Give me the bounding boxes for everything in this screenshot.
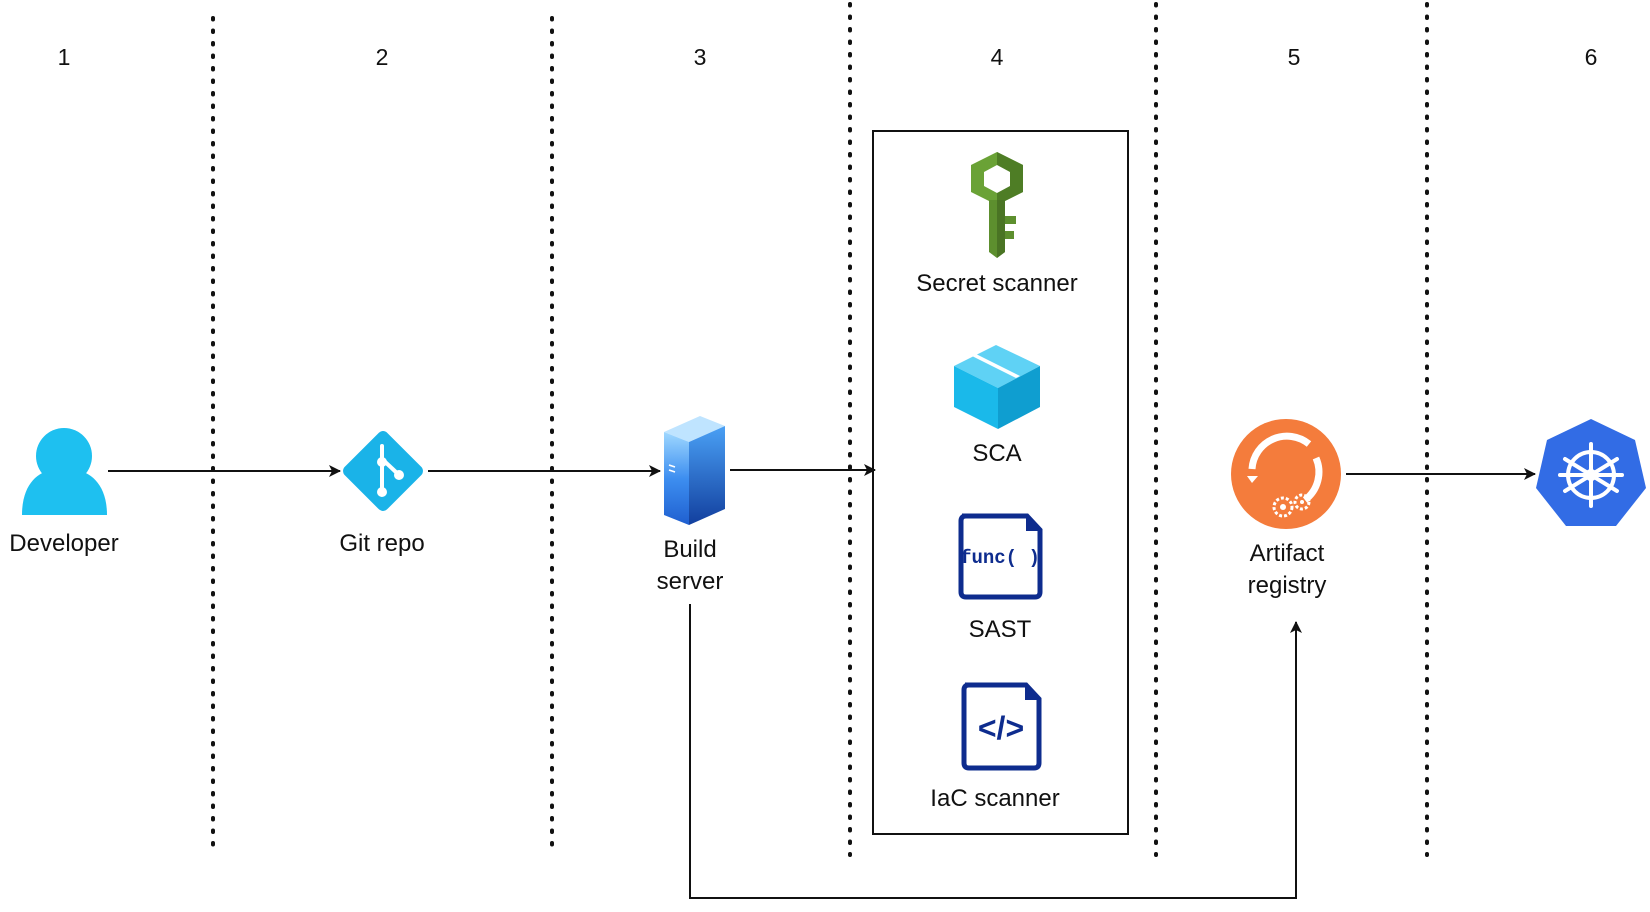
code-file-icon: </> xyxy=(961,682,1042,771)
key-icon xyxy=(971,152,1023,258)
arrow-build-to-registry xyxy=(689,604,1302,899)
sca-node: SCA xyxy=(954,345,1040,467)
git-repo-label: Git repo xyxy=(339,530,424,557)
package-box-icon xyxy=(954,345,1040,429)
scanners-group-box xyxy=(872,130,1129,835)
build-server-node: Build server xyxy=(657,416,725,595)
sast-node: func( ) SAST xyxy=(958,513,1043,643)
git-icon xyxy=(343,431,423,511)
developer-node: Developer xyxy=(9,428,119,557)
iac-scanner-node: </> IaC scanner xyxy=(930,682,1060,812)
stage-number: 1 xyxy=(58,44,71,70)
stage-number: 6 xyxy=(1585,44,1598,70)
developer-label: Developer xyxy=(9,530,118,557)
sast-func-text: func( ) xyxy=(960,547,1040,569)
func-code-file-icon: func( ) xyxy=(958,513,1043,600)
secret-scanner-node: Secret scanner xyxy=(916,152,1078,297)
sca-label: SCA xyxy=(972,440,1021,467)
git-repo-node: Git repo xyxy=(339,431,425,557)
artifact-registry-label-line1: Artifact xyxy=(1250,540,1325,567)
sast-label: SAST xyxy=(969,616,1032,643)
kubernetes-node xyxy=(1536,419,1646,526)
artifact-registry-label-line2: registry xyxy=(1248,572,1327,599)
stage-number: 3 xyxy=(694,44,707,70)
stage-number: 2 xyxy=(376,44,389,70)
kubernetes-helm-icon xyxy=(1536,419,1646,526)
registry-icon xyxy=(1231,419,1341,529)
secret-scanner-label: Secret scanner xyxy=(916,270,1077,297)
build-server-label-line1: Build xyxy=(663,536,716,563)
build-server-label-line2: server xyxy=(657,568,724,595)
iac-code-text: </> xyxy=(978,710,1024,746)
stage-numbers: 1 2 3 4 5 6 xyxy=(58,44,1598,70)
stage-number: 4 xyxy=(991,44,1004,70)
stage-number: 5 xyxy=(1288,44,1301,70)
server-icon xyxy=(664,416,725,525)
iac-scanner-label: IaC scanner xyxy=(930,785,1059,812)
stage-dividers xyxy=(211,2,1429,857)
flow-connectors xyxy=(108,464,1536,899)
artifact-registry-node: Artifact registry xyxy=(1231,419,1341,599)
user-icon xyxy=(22,428,107,515)
